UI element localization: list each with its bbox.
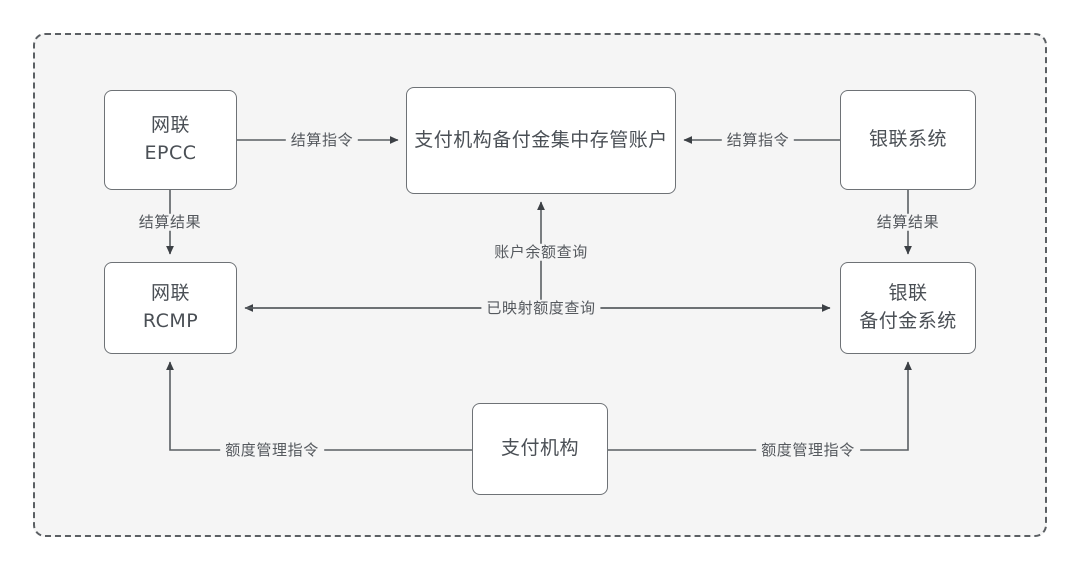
node-unionpay-reserve[interactable]: 银联 备付金系统 [840, 262, 976, 354]
edge-label-balance-query: 账户余额查询 [489, 244, 593, 261]
node-label: 银联系统 [868, 128, 947, 151]
edge-label-epcc-to-custody: 结算指令 [285, 132, 359, 149]
node-wanglian-rcmp[interactable]: 网联 RCMP [104, 262, 237, 354]
edge-label-epcc-to-rcmp: 结算结果 [133, 214, 207, 231]
edge-label-unionpay-to-reserve: 结算结果 [871, 214, 945, 231]
node-payment-institution[interactable]: 支付机构 [472, 403, 608, 495]
node-label: 银联 备付金系统 [859, 282, 957, 332]
edge-label-quota-cmd-left: 额度管理指令 [220, 442, 324, 459]
node-label: 支付机构 [500, 437, 579, 460]
node-label: 网联 RCMP [142, 282, 199, 332]
node-label: 网联 EPCC [144, 114, 197, 164]
node-custody-account[interactable]: 支付机构备付金集中存管账户 [406, 87, 676, 194]
edge-label-unionpay-to-custody: 结算指令 [721, 132, 795, 149]
node-wanglian-epcc[interactable]: 网联 EPCC [104, 90, 237, 190]
node-label: 支付机构备付金集中存管账户 [414, 128, 668, 151]
edge-label-mapped-quota-query: 已映射额度查询 [481, 300, 601, 317]
node-unionpay-system[interactable]: 银联系统 [840, 90, 976, 190]
edge-label-quota-cmd-right: 额度管理指令 [756, 442, 860, 459]
